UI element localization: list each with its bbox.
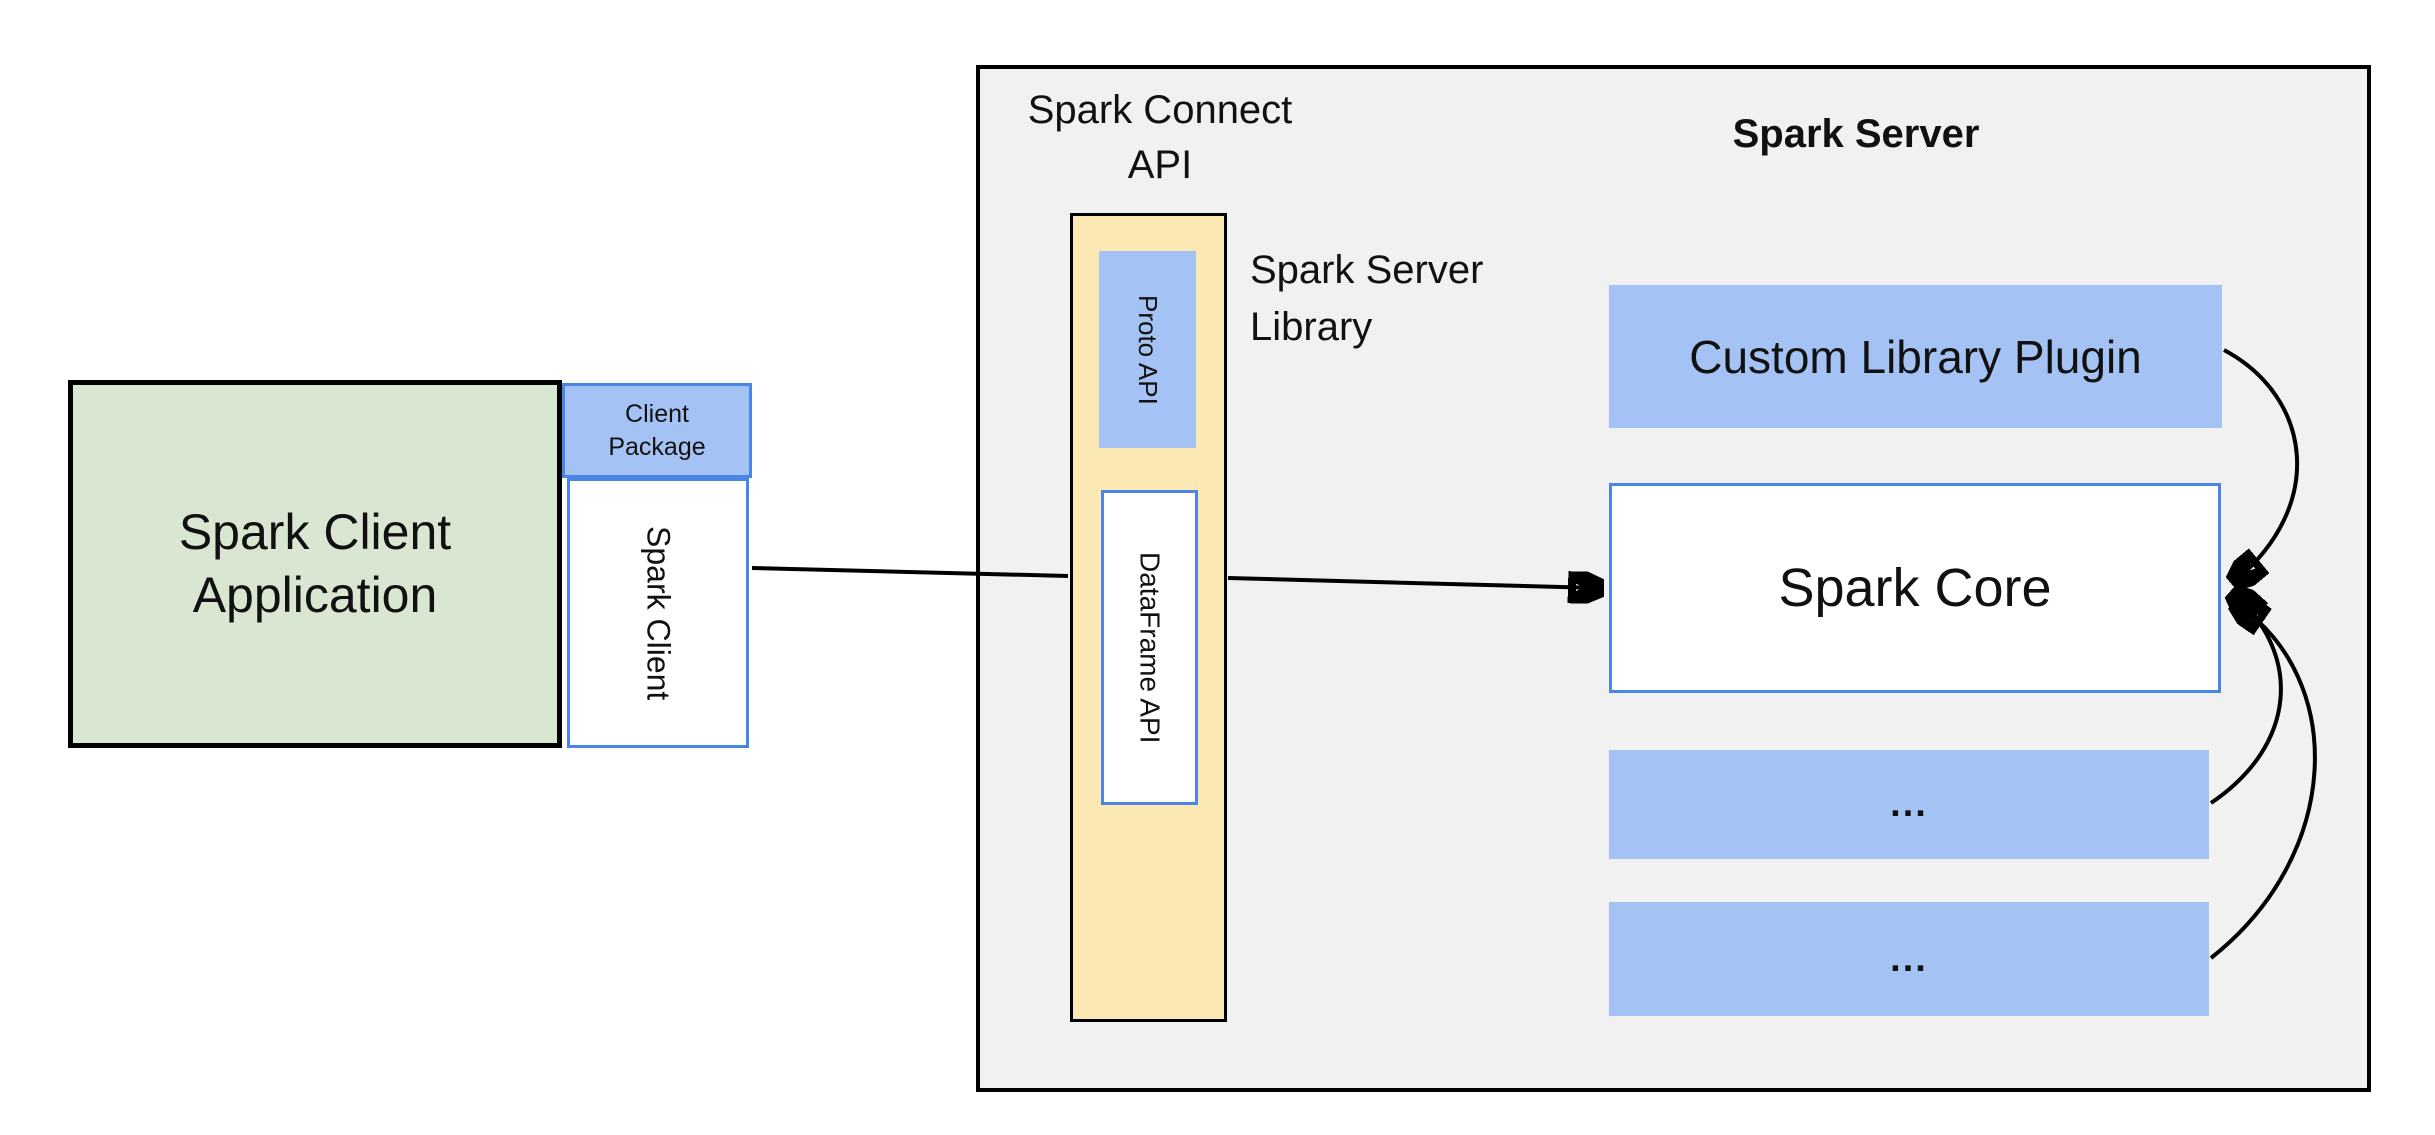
spark-server-library-line1: Spark Server [1250, 248, 1484, 292]
spark-client-box: Spark Client [567, 478, 749, 748]
server-module-box-1: ... [1609, 750, 2209, 859]
spark-connect-api-line1: Spark Connect [1027, 88, 1293, 132]
client-package-line2: Package [608, 432, 706, 461]
server-module-box-2: ... [1609, 902, 2209, 1016]
spark-server-library-line2: Library [1250, 305, 1373, 349]
spark-client-application-line1: Spark Client [178, 504, 452, 560]
spark-server-title: Spark Server [1732, 111, 1980, 156]
spark-client-application-line2: Application [192, 567, 438, 623]
spark-server-library-label: Spark Server Library [1250, 242, 1570, 362]
spark-client-application-box: Spark Client Application [68, 380, 562, 748]
proto-api-label: Proto API [1133, 294, 1163, 405]
spark-client-label: Spark Client [640, 525, 677, 701]
client-package-box: Client Package [562, 383, 752, 478]
client-package-line1: Client [625, 399, 689, 428]
spark-connect-api-line2: API [1127, 143, 1193, 187]
spark-core-box: Spark Core [1609, 483, 2221, 693]
spark-connect-api-label: Spark Connect API [1005, 78, 1315, 198]
proto-api-box: Proto API [1099, 251, 1196, 448]
custom-library-plugin-box: Custom Library Plugin [1609, 285, 2222, 428]
dataframe-api-box: DataFrame API [1101, 490, 1198, 805]
dataframe-api-label: DataFrame API [1134, 551, 1166, 744]
